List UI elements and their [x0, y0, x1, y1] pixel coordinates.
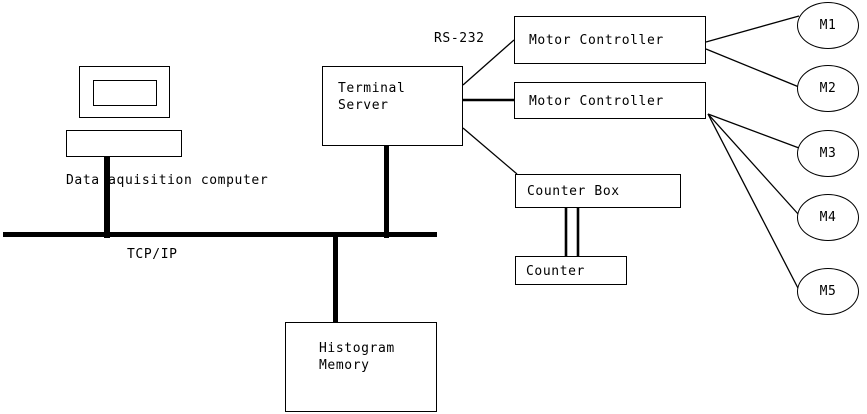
motor-m2-label: M2 — [819, 81, 837, 96]
motor-m2-node[interactable]: M2 — [797, 65, 859, 112]
drop-line-histogram-memory — [333, 232, 338, 324]
motor-m1-label: M1 — [819, 18, 837, 33]
monitor-screen — [93, 80, 157, 106]
terminal-server-box[interactable]: Terminal Server — [322, 66, 463, 146]
tcpip-caption: TCP/IP — [127, 247, 178, 262]
motor-m3-node[interactable]: M3 — [797, 130, 859, 177]
tcpip-bus-line — [3, 232, 437, 237]
counter-box-label: Counter Box — [527, 184, 620, 199]
edge-terminal-server-to-counter-box — [462, 127, 518, 175]
motor-controller-1-box[interactable]: Motor Controller — [514, 16, 706, 64]
motor-m3-label: M3 — [819, 146, 837, 161]
computer-base-unit — [66, 130, 182, 157]
motor-m5-node[interactable]: M5 — [797, 268, 859, 315]
edge-motor-controller-2-to-m3 — [707, 113, 800, 149]
motor-m4-node[interactable]: M4 — [797, 194, 859, 241]
motor-m5-label: M5 — [819, 284, 837, 299]
data-acquisition-computer-caption: Data aquisition computer — [66, 173, 269, 188]
counter-box-small[interactable]: Counter — [515, 256, 627, 285]
histogram-memory-label: Histogram Memory — [319, 341, 395, 373]
edge-motor-controller-1-to-m2 — [705, 48, 800, 88]
motor-controller-2-label: Motor Controller — [529, 94, 664, 109]
terminal-server-label: Terminal Server — [338, 81, 406, 113]
drop-line-terminal-server — [384, 145, 389, 238]
edge-motor-controller-1-to-m1 — [705, 15, 800, 43]
drop-line-computer — [104, 155, 110, 238]
motor-controller-2-box[interactable]: Motor Controller — [514, 82, 706, 119]
motor-m4-label: M4 — [819, 210, 837, 225]
motor-m1-node[interactable]: M1 — [797, 2, 859, 49]
edge-motor-controller-2-to-m4 — [707, 113, 800, 216]
edge-motor-controller-2-to-m5 — [707, 113, 801, 293]
histogram-memory-box[interactable]: Histogram Memory — [285, 322, 437, 412]
motor-controller-1-label: Motor Controller — [529, 33, 664, 48]
counter-box-box[interactable]: Counter Box — [515, 174, 681, 208]
rs232-caption: RS-232 — [434, 31, 485, 46]
counter-label: Counter — [526, 264, 585, 279]
